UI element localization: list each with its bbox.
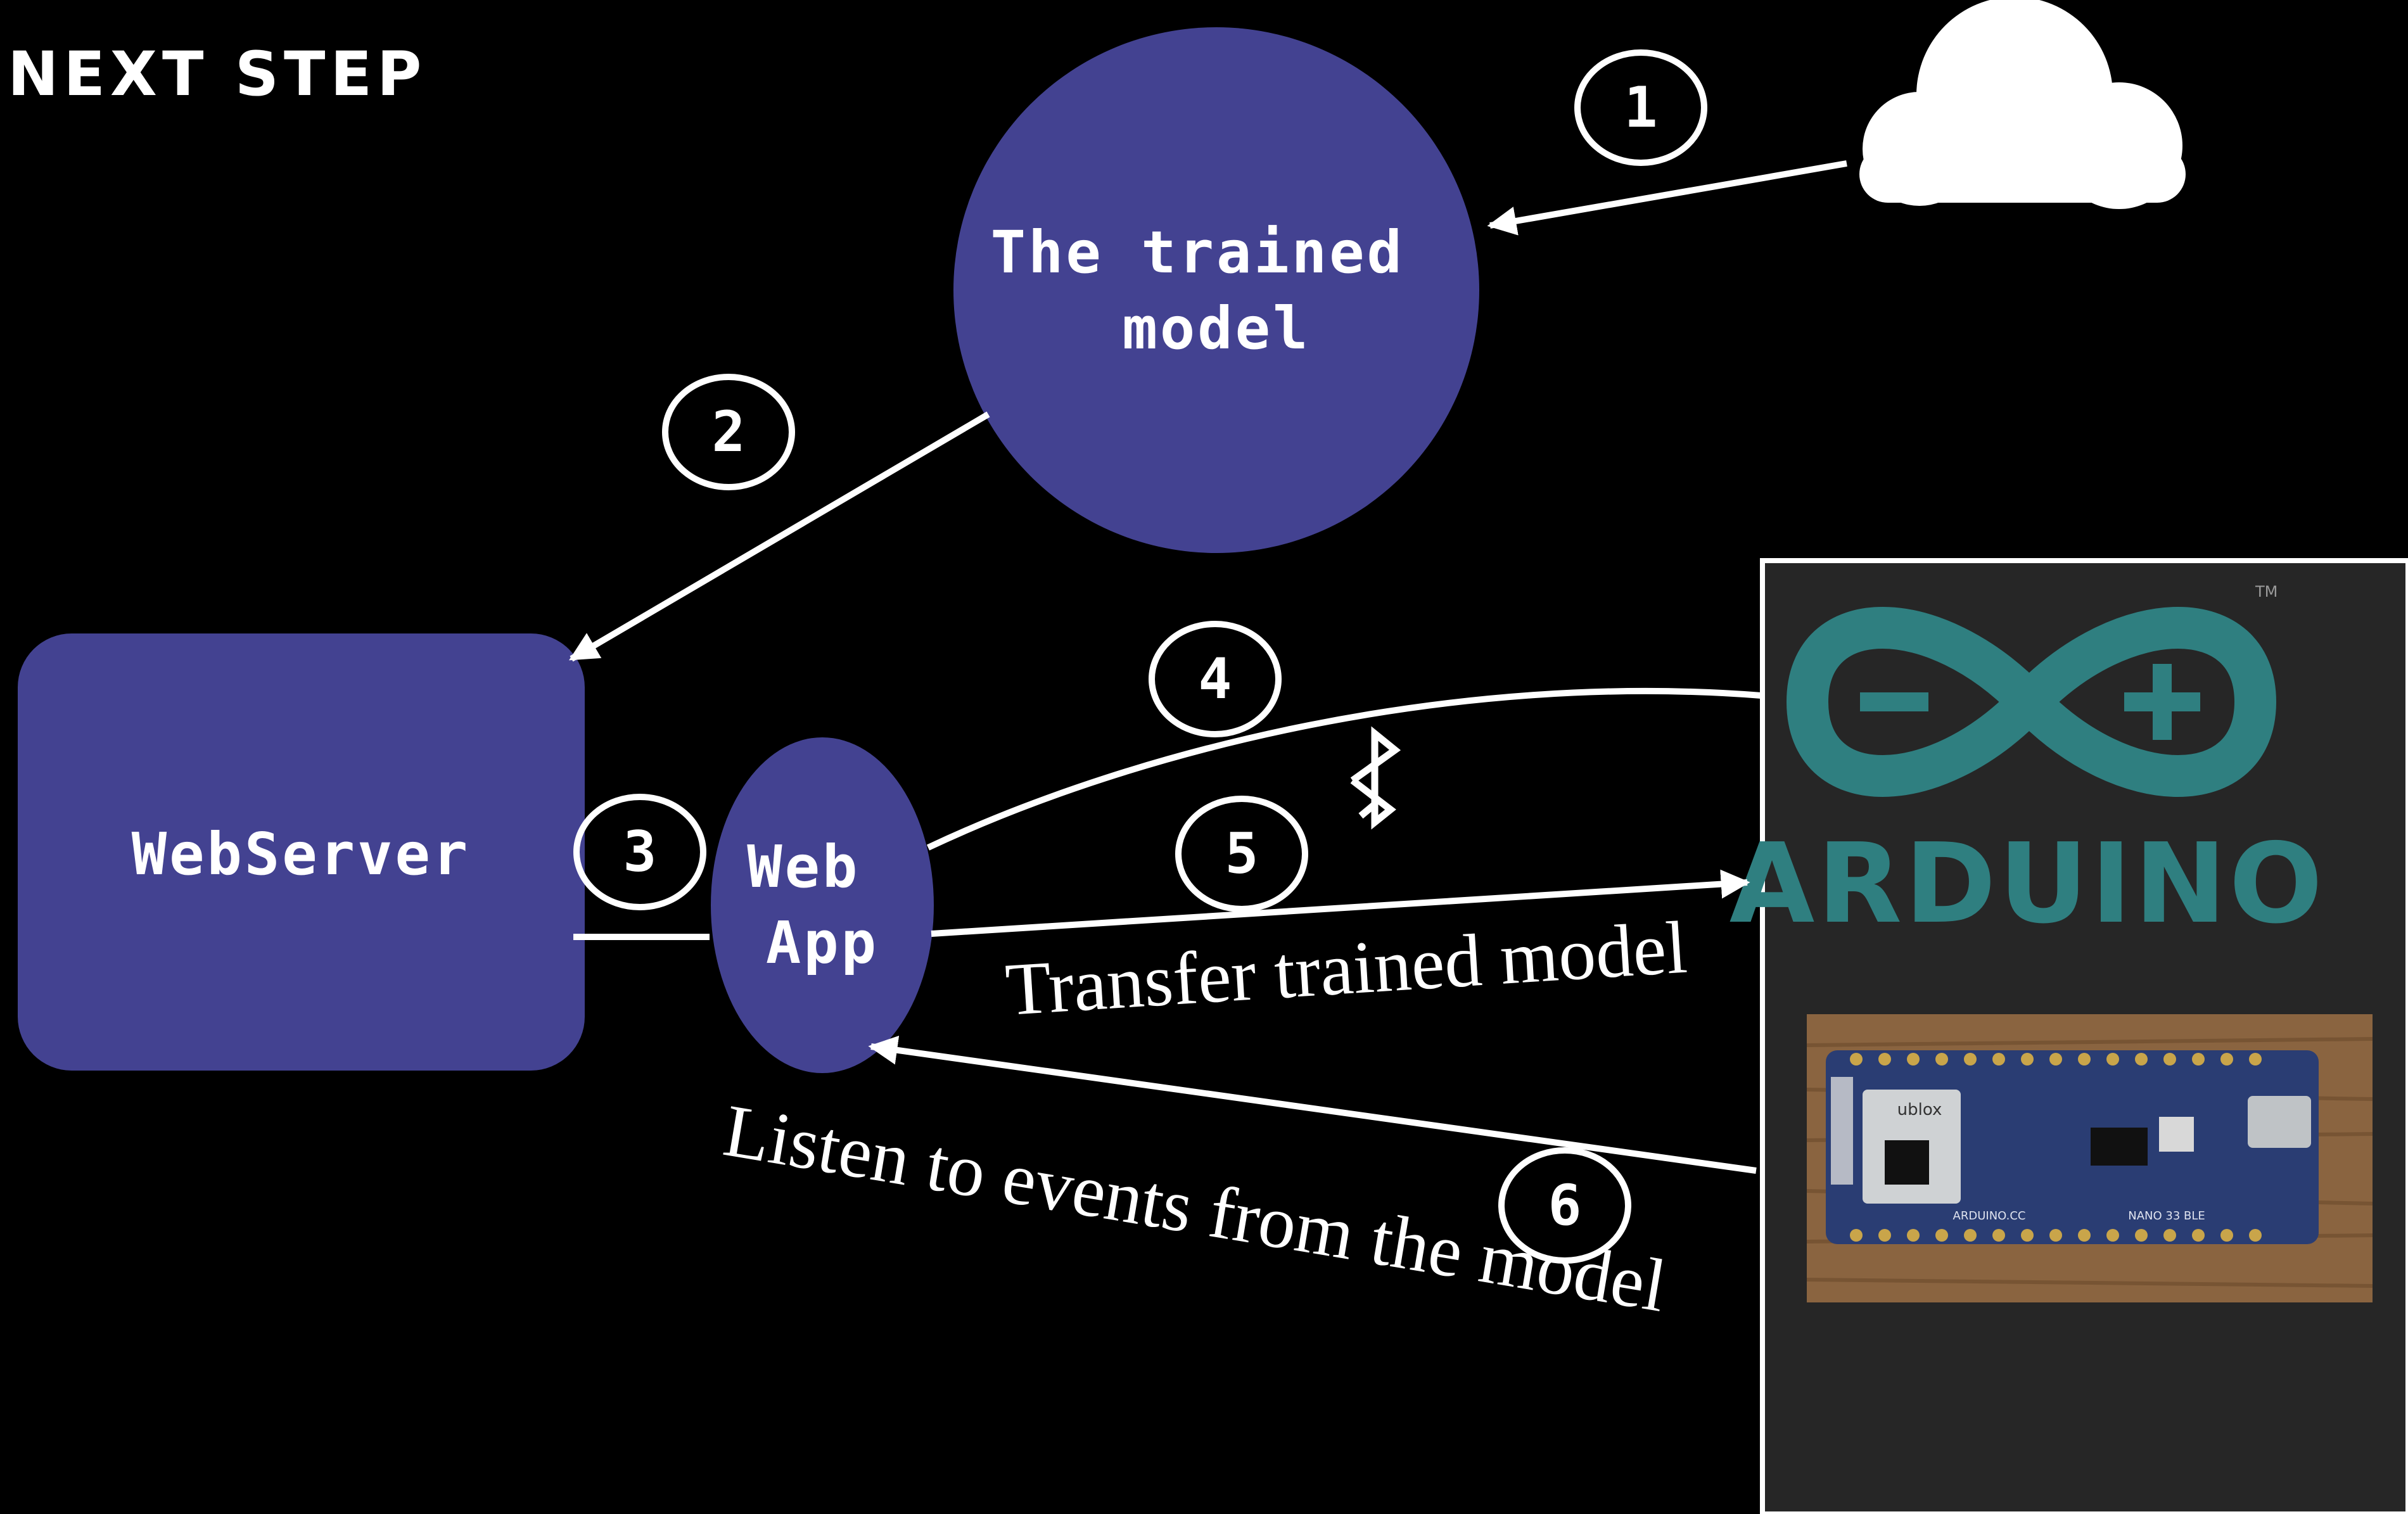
edge-5 (931, 869, 1750, 937)
webapp-label-line2: App (766, 909, 879, 977)
step-3-label: 3 (623, 819, 657, 884)
webapp-label-line1: Web (747, 833, 860, 901)
trained-model-label-line2: model (1123, 295, 1311, 362)
arduino-panel: TM ARDUINO ublox ARDUINO.CC NANO 33 BLE (1730, 558, 2408, 1514)
edge-4 (926, 687, 1762, 851)
cloud-icon (1859, 0, 2186, 209)
webserver-node: WebServer (18, 633, 585, 1071)
step-2-label: 2 (712, 399, 746, 464)
edge-6 (868, 1035, 1757, 1174)
board-photo-label-ublox: ublox (1897, 1100, 1942, 1119)
arduino-infinity-logo (1786, 607, 2277, 797)
svg-text:The trained model: The trained model (991, 219, 1443, 362)
board-photo-label-site: ARDUINO.CC (1953, 1209, 2026, 1223)
step-3-circle (573, 794, 706, 910)
step-2-circle (662, 374, 795, 490)
listen-label: Listen to events from the model (718, 1088, 1672, 1327)
step-5-label: 5 (1225, 821, 1259, 886)
trained-model-node: The trained model (953, 27, 1479, 553)
step-6-label: 6 (1548, 1173, 1582, 1238)
webserver-label: WebServer (132, 820, 471, 888)
trained-model-label-line1: The trained (991, 219, 1405, 286)
svg-text:Web App: Web App (747, 833, 898, 977)
step-1-label: 1 (1624, 75, 1658, 140)
arduino-board-photo: ublox ARDUINO.CC NANO 33 BLE (1806, 1014, 2373, 1302)
bluetooth-icon (1350, 726, 1401, 830)
step-6-circle (1498, 1147, 1631, 1264)
edge-2 (569, 411, 990, 662)
arduino-logo-text: ARDUINO (1730, 820, 2326, 948)
step-4-label: 4 (1199, 646, 1232, 711)
webapp-node: Web App (711, 737, 934, 1073)
step-4-circle (1149, 621, 1282, 737)
page-title: NEXT STEP (8, 39, 426, 110)
step-5-circle (1175, 796, 1308, 912)
edge-1 (1487, 160, 1847, 236)
step-badges (573, 49, 1707, 1264)
connections (569, 160, 1847, 1174)
step-1-circle (1574, 49, 1707, 166)
arduino-trademark: TM (2255, 583, 2277, 601)
board-photo-label-model: NANO 33 BLE (2128, 1209, 2205, 1223)
